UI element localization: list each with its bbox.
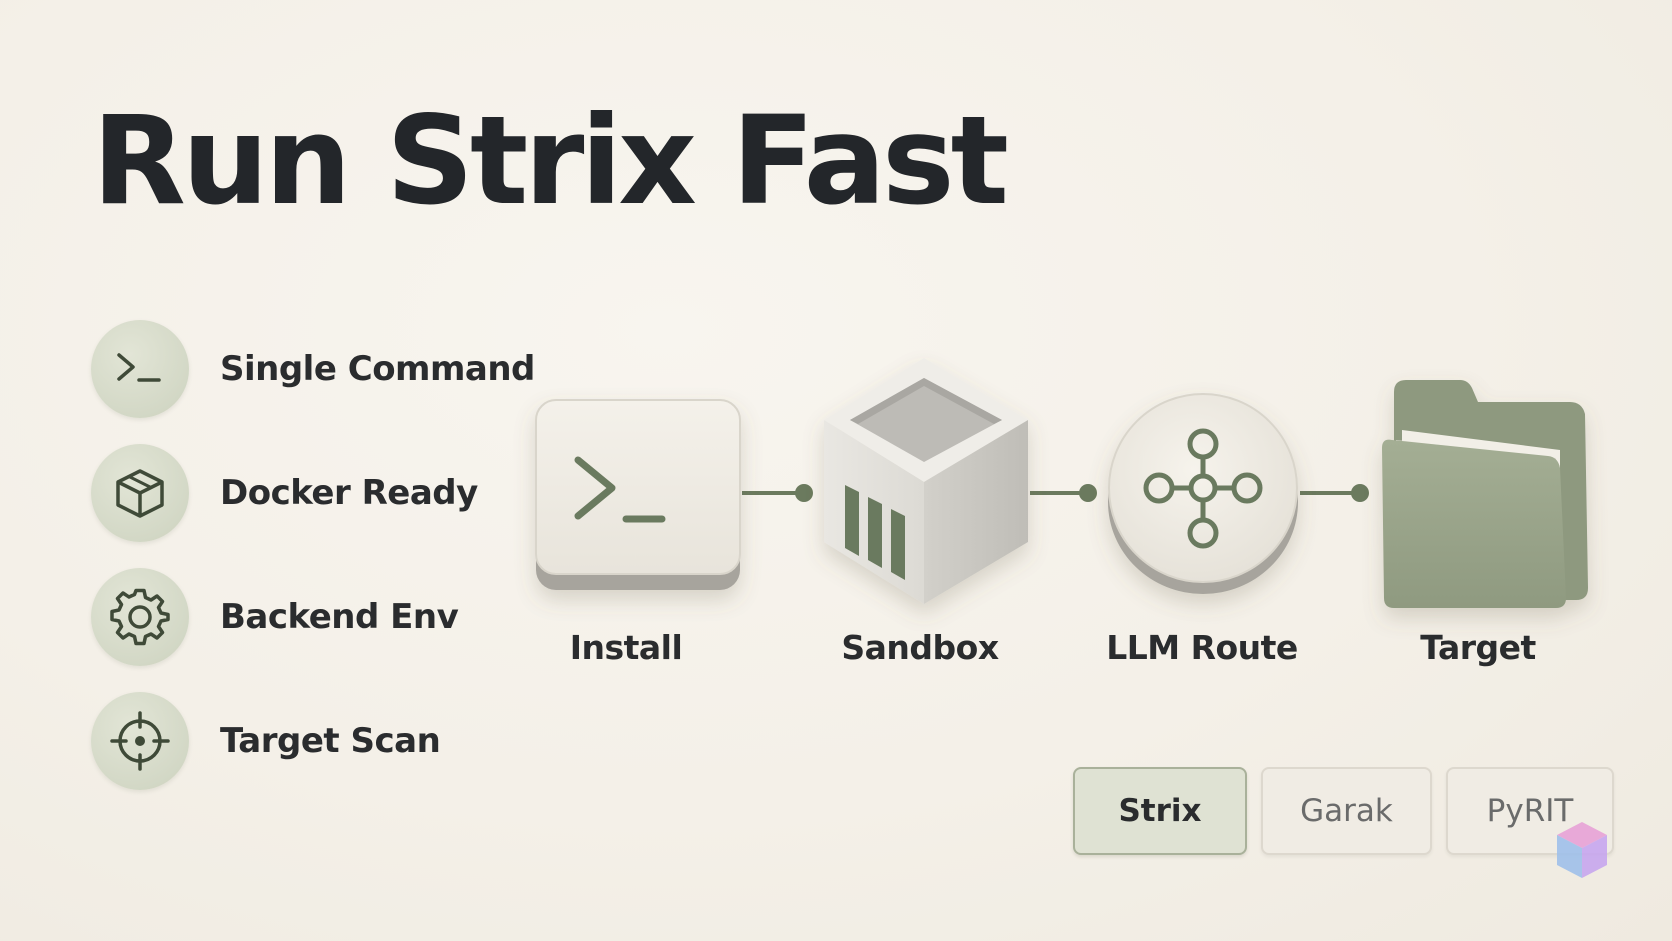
sandbox-box-icon (824, 358, 1028, 604)
cube-icon (91, 444, 189, 542)
terminal-key-icon (535, 399, 741, 590)
corner-cube-logo-icon (1557, 822, 1607, 878)
step-label-target: Target (1420, 628, 1536, 667)
step-label-install: Install (569, 628, 683, 667)
tool-button-garak[interactable]: Garak (1261, 767, 1432, 855)
feature-label: Docker Ready (220, 473, 478, 513)
feature-label: Single Command (220, 349, 535, 389)
feature-item-target-scan: Target Scan (91, 692, 441, 790)
folder-icon (1382, 380, 1588, 608)
tool-button-pyrit[interactable]: PyRIT (1446, 767, 1614, 855)
terminal-icon (91, 320, 189, 418)
connector-install-sandbox (742, 484, 813, 502)
feature-item-backend-env: Backend Env (91, 568, 459, 666)
connector-sandbox-llm (1030, 484, 1097, 502)
gear-icon (91, 568, 189, 666)
step-label-llm-route: LLM Route (1106, 628, 1298, 667)
feature-item-docker-ready: Docker Ready (91, 444, 478, 542)
crosshair-icon (91, 692, 189, 790)
feature-label: Backend Env (220, 597, 459, 637)
page-title: Run Strix Fast (92, 90, 1009, 232)
feature-label: Target Scan (220, 721, 441, 761)
feature-item-single-command: Single Command (91, 320, 535, 418)
tool-button-strix[interactable]: Strix (1073, 767, 1247, 855)
step-label-sandbox: Sandbox (841, 628, 999, 667)
connector-llm-target (1300, 484, 1369, 502)
network-node-icon (1108, 393, 1298, 594)
